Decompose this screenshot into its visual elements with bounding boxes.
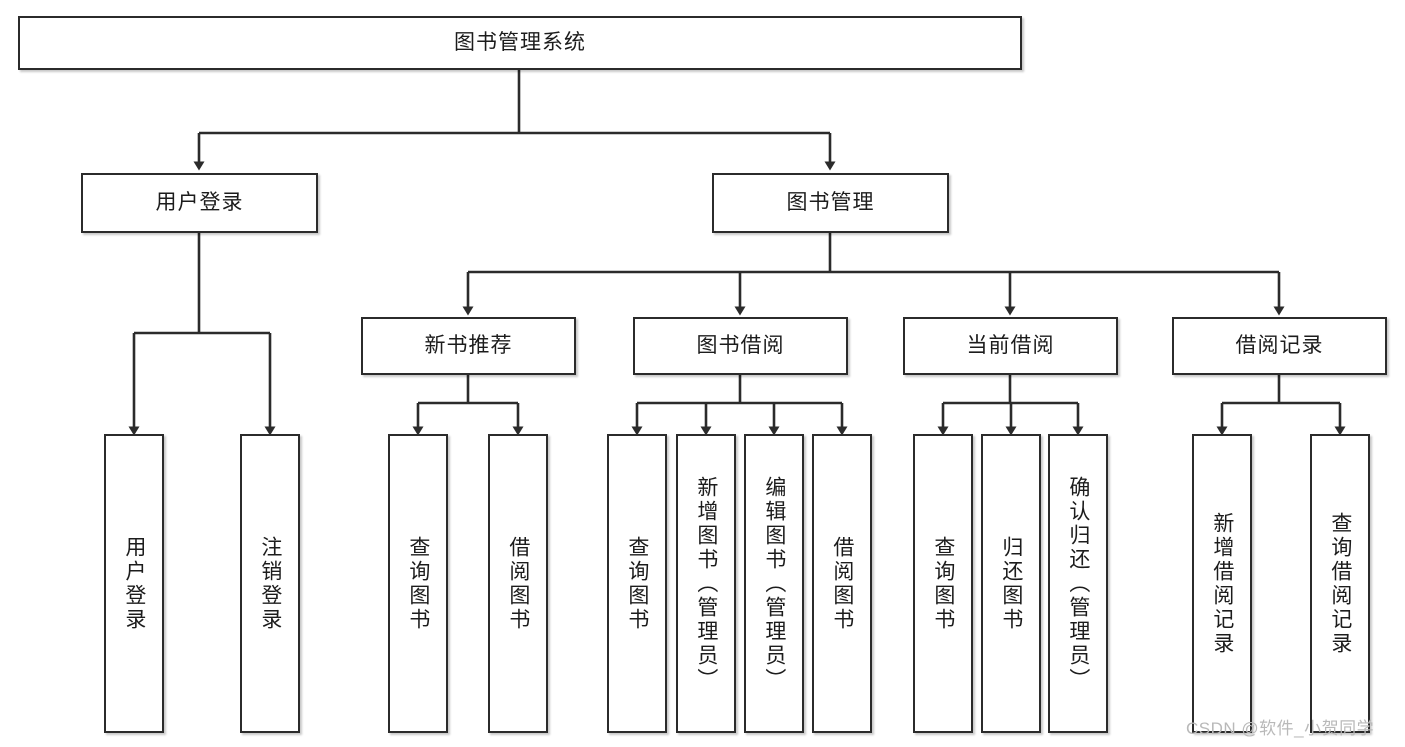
node-label: 新增图书（管理员） <box>694 475 718 692</box>
node-label: 借阅图书 <box>506 535 530 632</box>
node-label: 当前借阅 <box>966 334 1055 358</box>
node-label: 借阅记录 <box>1235 334 1324 358</box>
node-book-borrow[interactable]: 图书借阅 <box>633 317 848 375</box>
leaf-user-login[interactable]: 用户登录 <box>104 434 164 733</box>
leaf-borrow-record-query-record[interactable]: 查询借阅记录 <box>1310 434 1370 733</box>
node-new-book-recommend[interactable]: 新书推荐 <box>361 317 576 375</box>
node-label: 新书推荐 <box>424 334 513 358</box>
leaf-book-borrow-edit-book-admin[interactable]: 编辑图书（管理员） <box>744 434 804 733</box>
leaf-book-borrow-add-book-admin[interactable]: 新增图书（管理员） <box>676 434 736 733</box>
node-label: 图书借阅 <box>696 334 785 358</box>
node-label: 查询借阅记录 <box>1328 511 1352 656</box>
node-label: 确认归还（管理员） <box>1066 475 1090 692</box>
node-borrow-record[interactable]: 借阅记录 <box>1172 317 1387 375</box>
leaf-current-borrow-confirm-return-admin[interactable]: 确认归还（管理员） <box>1048 434 1108 733</box>
node-label: 注销登录 <box>258 535 282 632</box>
leaf-book-borrow-query-book[interactable]: 查询图书 <box>607 434 667 733</box>
leaf-current-borrow-query-book[interactable]: 查询图书 <box>913 434 973 733</box>
watermark-text: CSDN @软件_小贺同学 <box>1186 719 1375 738</box>
node-user-login[interactable]: 用户登录 <box>81 173 318 233</box>
node-book-management[interactable]: 图书管理 <box>712 173 949 233</box>
node-label: 查询图书 <box>931 535 955 632</box>
node-label: 归还图书 <box>999 535 1023 632</box>
node-label: 用户登录 <box>122 535 146 632</box>
leaf-borrow-record-add-record[interactable]: 新增借阅记录 <box>1192 434 1252 733</box>
leaf-new-book-query-book[interactable]: 查询图书 <box>388 434 448 733</box>
node-label: 借阅图书 <box>830 535 854 632</box>
node-label: 查询图书 <box>625 535 649 632</box>
leaf-current-borrow-return-book[interactable]: 归还图书 <box>981 434 1041 733</box>
node-root-book-management-system[interactable]: 图书管理系统 <box>18 16 1022 70</box>
node-label: 编辑图书（管理员） <box>762 475 786 692</box>
leaf-book-borrow-borrow-book[interactable]: 借阅图书 <box>812 434 872 733</box>
node-current-borrow[interactable]: 当前借阅 <box>903 317 1118 375</box>
node-label: 查询图书 <box>406 535 430 632</box>
leaf-new-book-borrow-book[interactable]: 借阅图书 <box>488 434 548 733</box>
node-label: 新增借阅记录 <box>1210 511 1234 656</box>
leaf-logout-login[interactable]: 注销登录 <box>240 434 300 733</box>
node-label: 图书管理 <box>786 191 875 215</box>
node-label: 图书管理系统 <box>454 31 586 55</box>
node-label: 用户登录 <box>155 191 244 215</box>
